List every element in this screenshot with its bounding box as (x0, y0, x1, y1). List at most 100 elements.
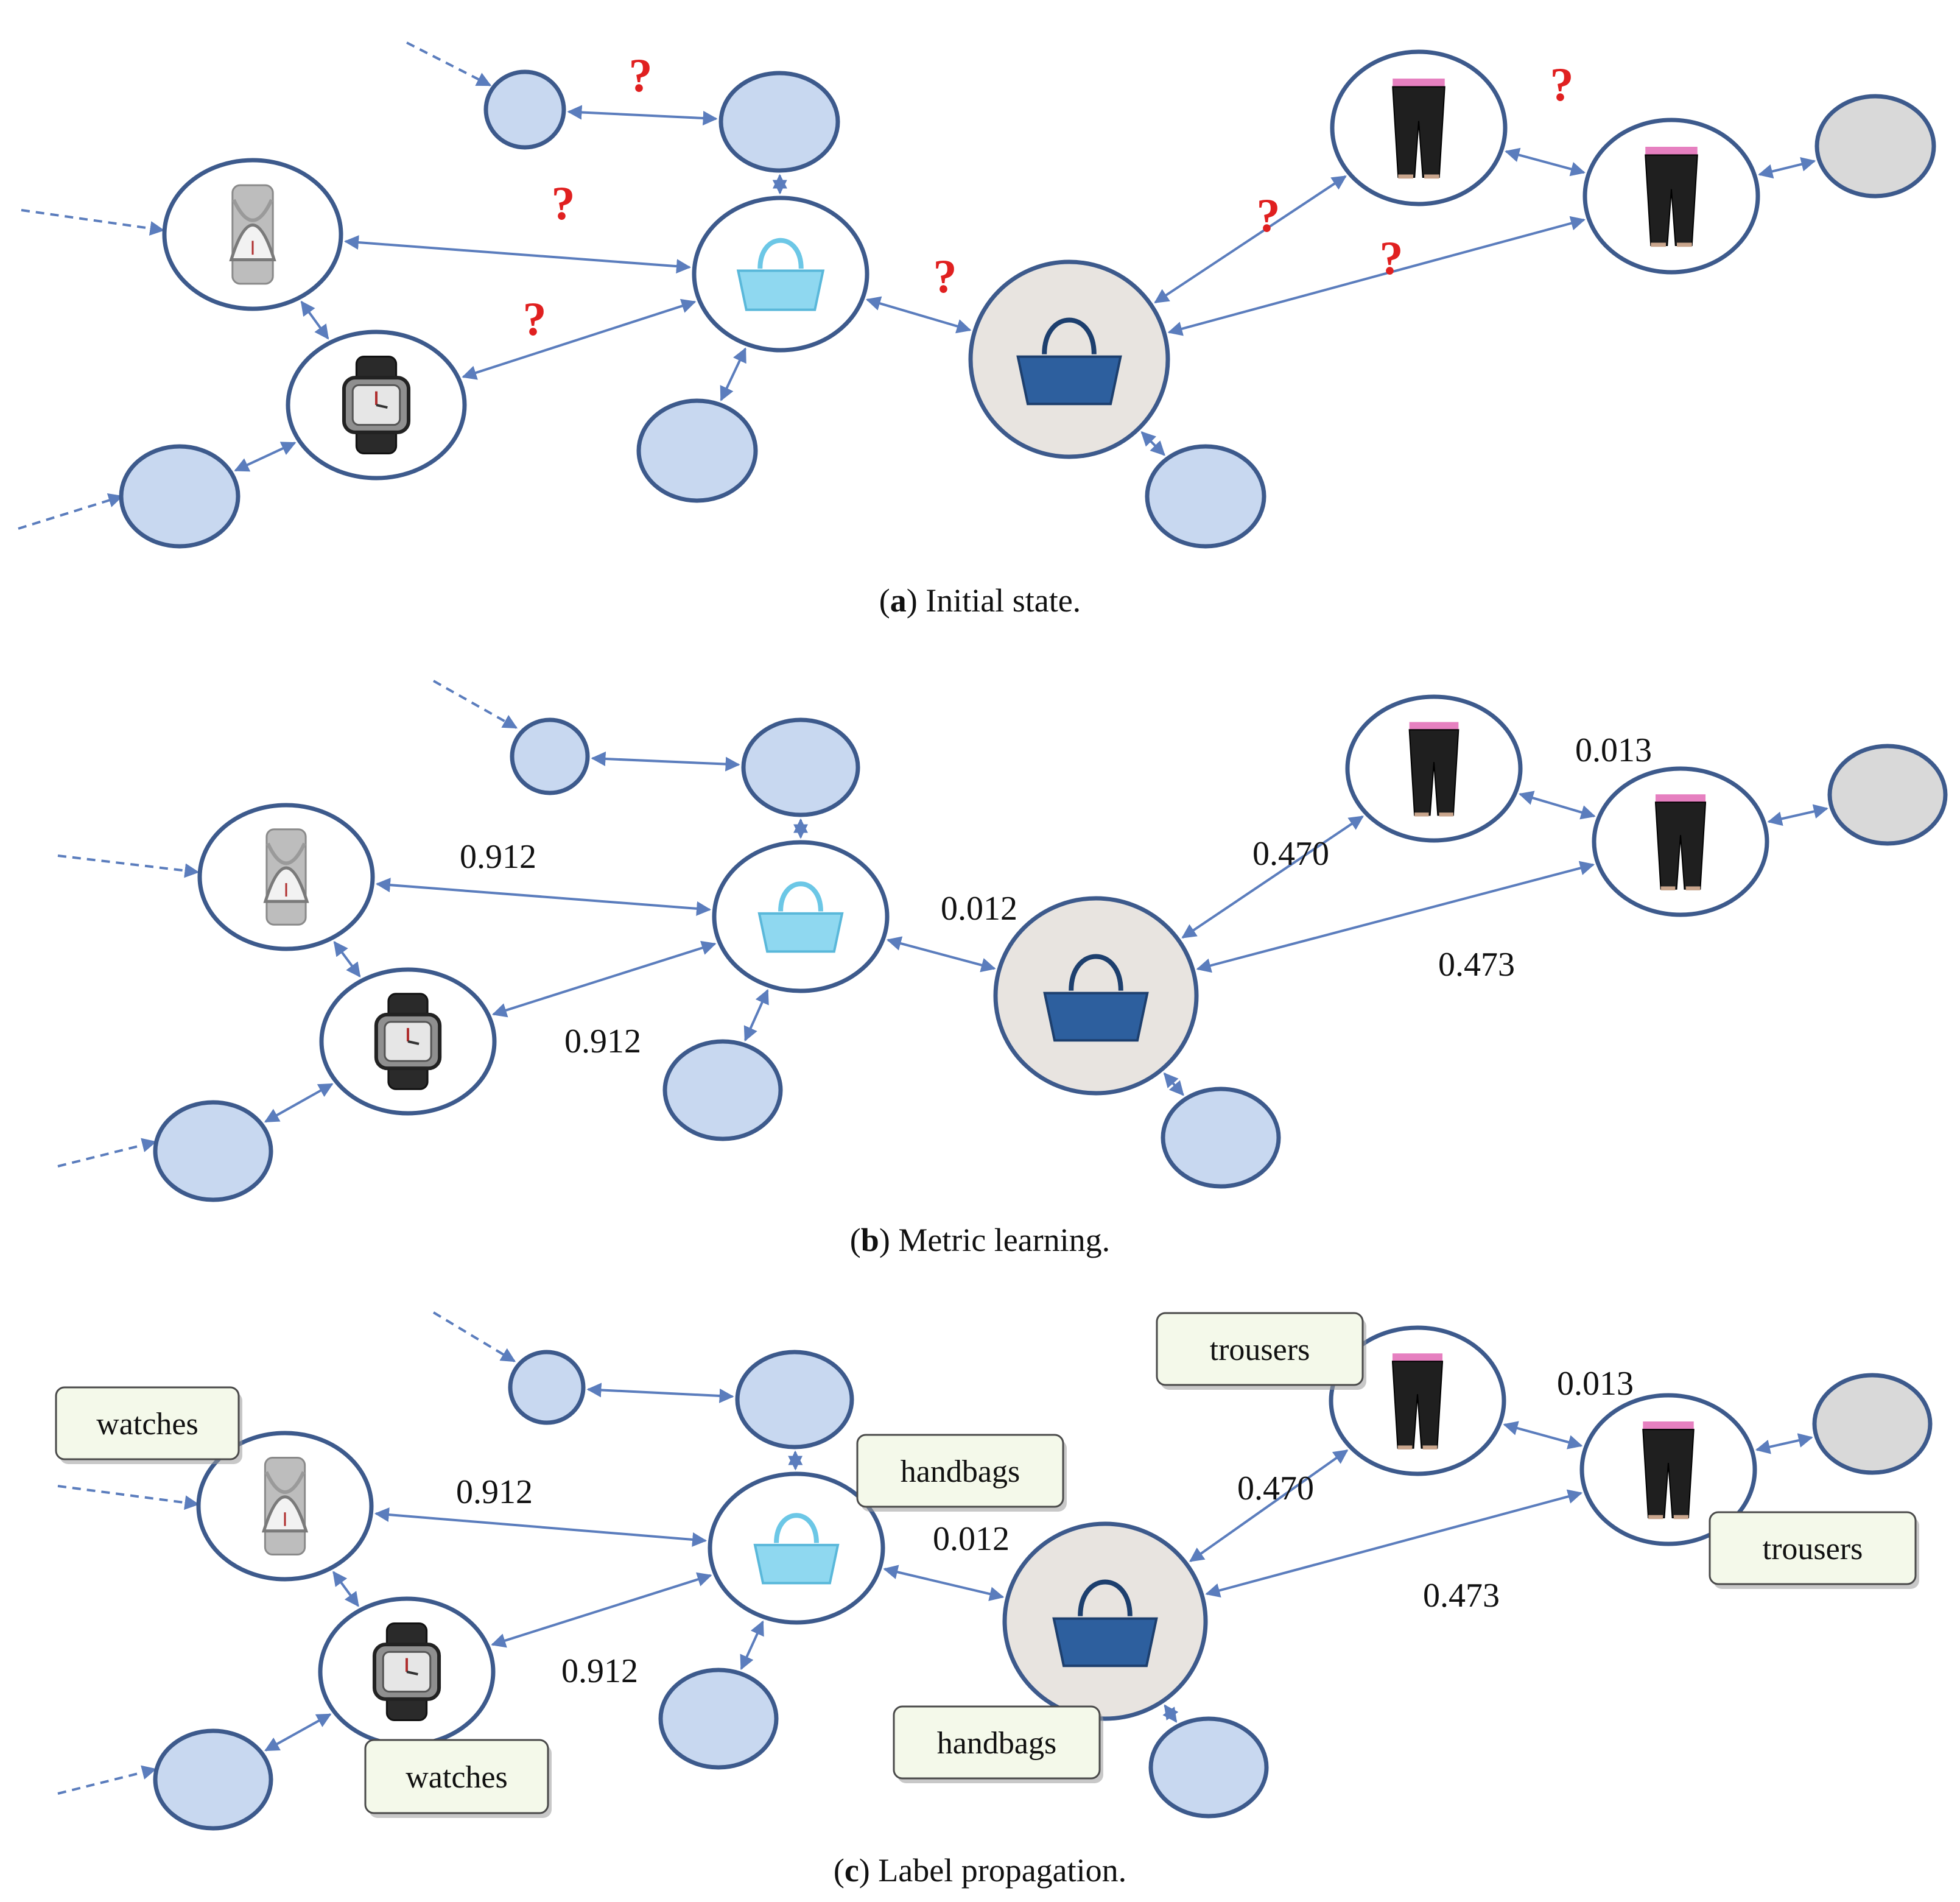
black-watch-icon (342, 355, 411, 455)
edge-s1-s2 (586, 1382, 734, 1403)
edge-s1-s2 (567, 105, 718, 125)
node-w1 (196, 1431, 374, 1582)
trousers-waistband (1409, 722, 1459, 730)
node-w2 (286, 329, 467, 481)
edge-weight-label: ? (1550, 58, 1574, 111)
silver-watch-icon (229, 184, 276, 285)
bag-handle (1069, 954, 1123, 991)
dark-blue-handbag-icon (1052, 1579, 1158, 1668)
node-t2 (1579, 1393, 1757, 1546)
dashed-edge (57, 1485, 200, 1510)
edge-w2-b1 (491, 1572, 712, 1648)
edge-weight-label: 0.013 (1557, 1365, 1634, 1403)
node-b2 (993, 896, 1199, 1096)
edge-weight-label: 0.912 (456, 1473, 533, 1511)
trousers-waistband (1643, 1421, 1694, 1430)
node-t2 (1592, 766, 1769, 917)
category-label: trousers (1210, 1333, 1310, 1367)
node-l1 (153, 1728, 273, 1831)
trousers-waistband (1645, 147, 1698, 155)
caption-a: (a) Initial state. (879, 582, 1081, 619)
node-s1 (483, 69, 566, 150)
edge-w1-w2 (300, 300, 329, 340)
label-box-t1: trousers (1156, 1312, 1366, 1390)
edge-s1-s2 (591, 752, 740, 772)
dashed-edge (432, 1311, 516, 1362)
edge-b2-t2 (1205, 1489, 1583, 1598)
edge-t2-g (1755, 1433, 1813, 1454)
panel-c: 0.9120.9120.0120.4700.4730.013watcheswat… (55, 1311, 1933, 1831)
bag-body (1016, 355, 1122, 406)
node-sb2 (1145, 444, 1266, 549)
node-s2 (741, 717, 860, 817)
edge-weight-label: 0.912 (564, 1023, 641, 1060)
edge-w1-b1 (344, 235, 691, 274)
edge-w2-b1 (462, 298, 697, 380)
edge-w1-w2 (333, 940, 361, 978)
category-label: handbags (937, 1726, 1056, 1761)
edge-w1-b1 (375, 878, 711, 916)
node-g (1827, 744, 1948, 846)
dashed-edge (57, 1765, 157, 1795)
node-circle (662, 1039, 783, 1141)
dashed-edge (433, 680, 518, 729)
dashed-edge (18, 493, 124, 530)
bag-body (753, 1543, 840, 1585)
light-blue-handbag-icon (757, 881, 844, 953)
dashed-edge (21, 209, 165, 236)
edge-b1-sb1 (743, 988, 769, 1042)
node-t2 (1582, 118, 1760, 275)
edge-w2-l1 (234, 442, 297, 472)
black-watch-icon (374, 993, 442, 1090)
node-circle (1814, 94, 1936, 199)
edge-weight-label: ? (1380, 231, 1403, 284)
bag-handle (1042, 317, 1097, 354)
panel-a: ??????? (18, 41, 1936, 549)
node-t1 (1330, 49, 1508, 206)
bag-handle (757, 238, 804, 269)
node-sb1 (636, 398, 758, 503)
label-box-b1: handbags (856, 1434, 1067, 1512)
label-box-w2: watches (364, 1739, 552, 1818)
edge-weight-label: ? (1257, 189, 1280, 242)
node-t1 (1345, 694, 1523, 843)
bag-handle (1078, 1579, 1133, 1616)
node-b1 (708, 1471, 885, 1625)
edge-weight-label: ? (629, 49, 653, 102)
edge-b2-t1 (1154, 175, 1347, 304)
node-s1 (510, 717, 590, 795)
bag-body (757, 912, 844, 953)
bag-handle (774, 1513, 819, 1543)
dashed-edge (406, 41, 492, 86)
edge-weight-label: 0.473 (1423, 1577, 1500, 1615)
node-b1 (692, 195, 869, 353)
node-circle (153, 1100, 273, 1202)
edge-t1-t2 (1505, 147, 1586, 177)
black-trousers-icon (1408, 722, 1459, 817)
dashed-edge (57, 854, 200, 878)
bag-body (736, 269, 825, 311)
edge-b1-b2 (883, 1565, 1005, 1601)
dashed-edge (57, 1138, 157, 1168)
edge-weight-label: 0.470 (1237, 1470, 1314, 1507)
edge-b2-sb2 (1162, 1704, 1179, 1723)
node-sb2 (1161, 1087, 1281, 1189)
edge-t2-g (1758, 157, 1816, 179)
node-circle (658, 1668, 779, 1770)
node-s1 (508, 1350, 586, 1425)
node-w1 (197, 803, 375, 951)
bag-body (1052, 1617, 1158, 1668)
edge-weight-label: ? (933, 250, 957, 303)
edge-weight-label: 0.012 (933, 1520, 1010, 1558)
caption-c: (c) Label propagation. (833, 1852, 1127, 1889)
label-box-t2: trousers (1709, 1511, 1919, 1589)
node-circle (508, 1350, 586, 1425)
bag-body (1043, 992, 1149, 1042)
edge-weight-label: ? (523, 292, 547, 345)
edge-b2-t2 (1167, 216, 1586, 336)
node-circle (1812, 1373, 1933, 1475)
node-b1 (712, 840, 890, 993)
bag-handle (778, 881, 823, 912)
black-trousers-icon (1654, 794, 1707, 890)
